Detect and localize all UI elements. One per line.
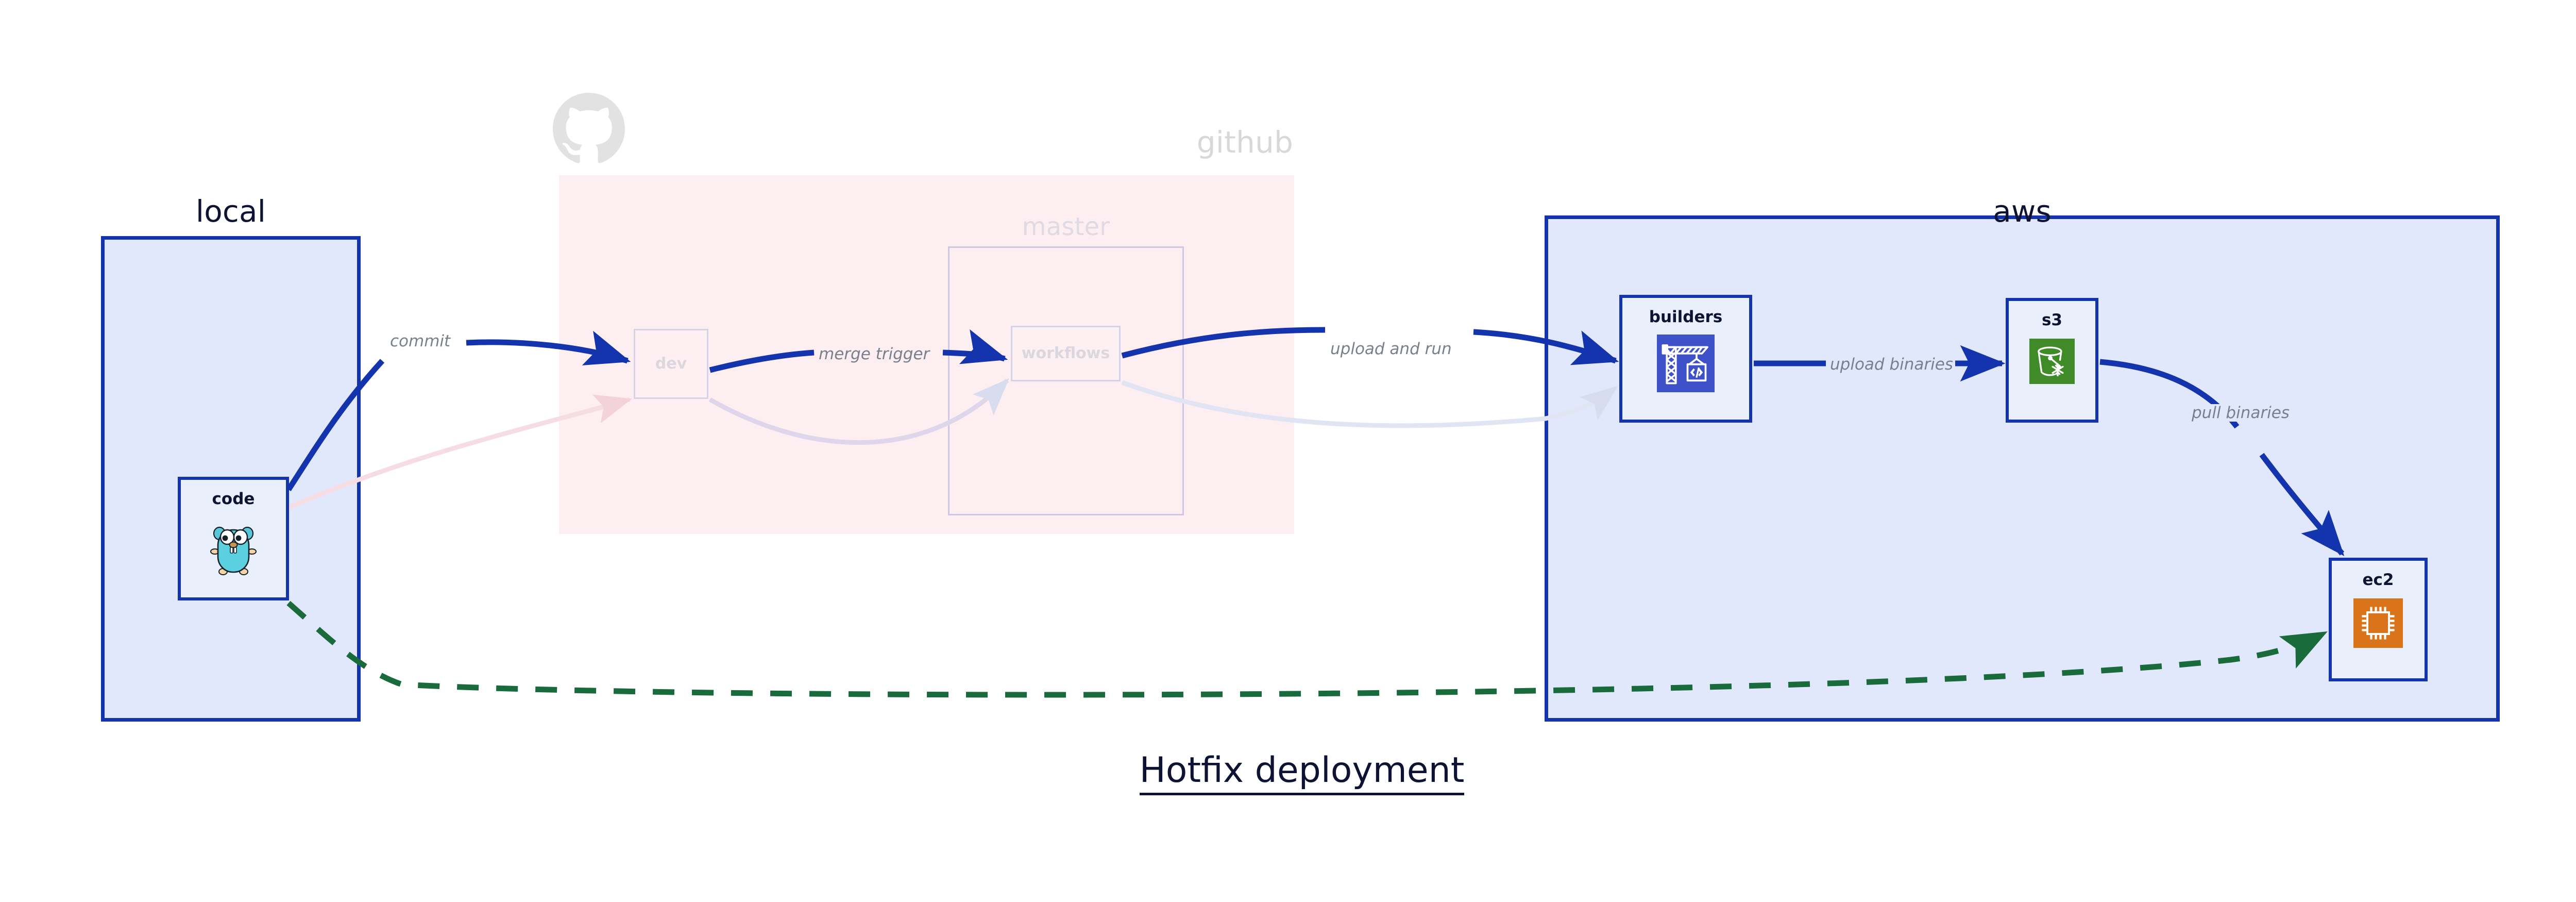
go-gopher-icon xyxy=(210,526,257,575)
github-octocat-icon xyxy=(553,93,625,163)
group-label-master: master xyxy=(1022,212,1110,241)
node-ec2-label: ec2 xyxy=(2362,571,2394,589)
edge-label-upload-binaries: upload binaries xyxy=(1828,356,1955,373)
node-workflows[interactable]: workflows xyxy=(1011,326,1121,381)
node-s3-label: s3 xyxy=(2041,311,2063,329)
group-label-aws: aws xyxy=(1993,194,2052,229)
node-s3[interactable]: s3 xyxy=(2006,298,2098,423)
edge-label-pull-binaries: pull binaries xyxy=(2190,404,2292,422)
group-label-local: local xyxy=(195,194,266,229)
crane-code-icon xyxy=(1657,335,1715,392)
ec2-cpu-icon xyxy=(2353,598,2403,648)
page-title-text: Hotfix deployment xyxy=(1139,750,1465,795)
node-code-label: code xyxy=(212,490,255,508)
node-builders-label: builders xyxy=(1649,308,1723,326)
node-dev[interactable]: dev xyxy=(634,329,708,399)
s3-bucket-icon xyxy=(2029,339,2075,384)
edge-label-merge-trigger: merge trigger xyxy=(819,345,930,363)
edge-label-commit: commit xyxy=(388,332,453,350)
node-builders[interactable]: builders xyxy=(1619,295,1752,423)
node-workflows-label: workflows xyxy=(1021,344,1110,362)
edge-label-upload-and-run: upload and run xyxy=(1328,340,1454,358)
page-title: Hotfix deployment xyxy=(0,750,2576,795)
node-dev-label: dev xyxy=(655,355,687,373)
node-code[interactable]: code xyxy=(178,477,289,600)
node-ec2[interactable]: ec2 xyxy=(2329,558,2428,681)
group-label-github: github xyxy=(1196,125,1293,160)
